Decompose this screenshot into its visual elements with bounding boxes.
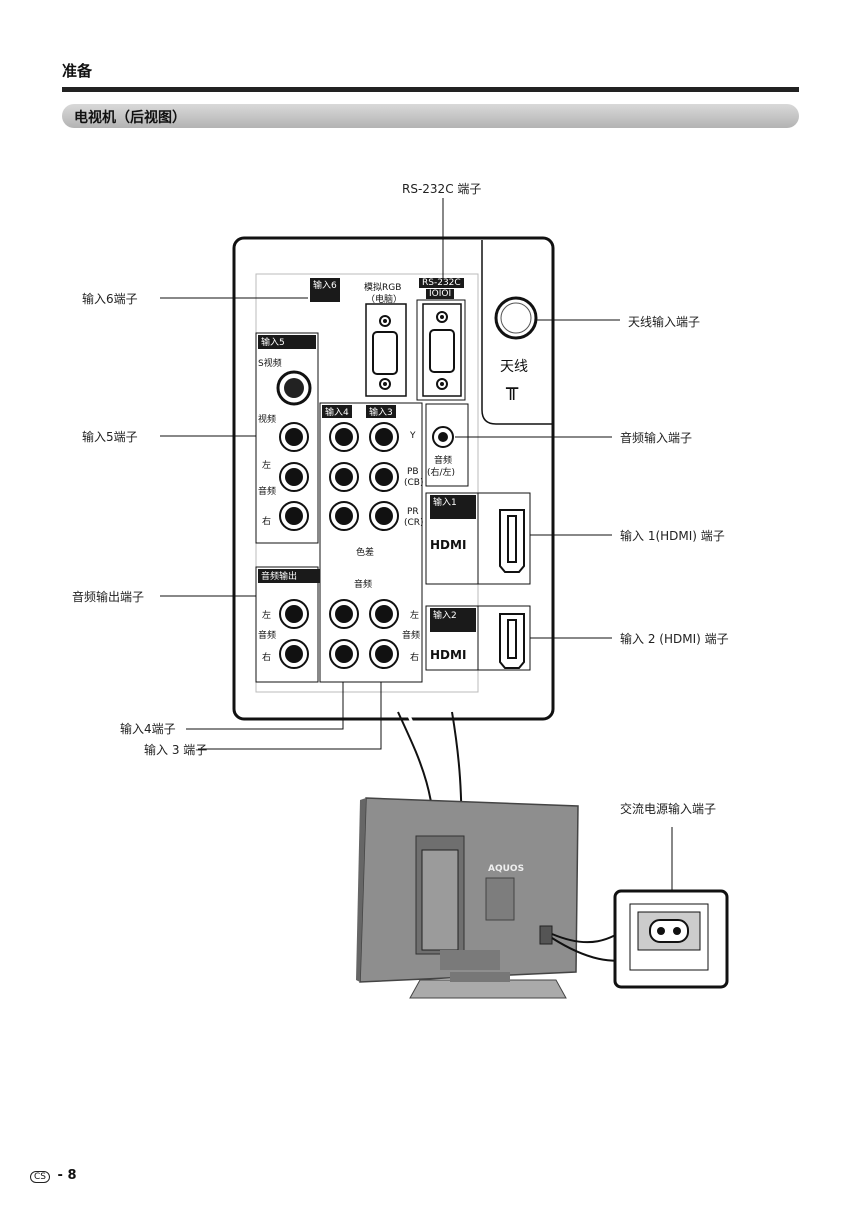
rs232c-connector (429, 329, 455, 373)
input5-tag: 输入5 (258, 335, 316, 349)
audio-out-jacks (279, 599, 309, 669)
input3-tag: 输入3 (366, 405, 396, 418)
audio-section-label: 音频 (354, 580, 373, 590)
rs232c-symbol: IOIOI (426, 289, 455, 299)
right-label-2: 右 (410, 653, 420, 663)
callout-hdmi2: 输入 2 (HDMI) 端子 (620, 632, 729, 646)
page-footer: CS - 8 (30, 1168, 77, 1183)
callout-ac-power: 交流电源输入端子 (620, 802, 717, 816)
callout-audio-in: 音频输入端子 (620, 431, 693, 445)
left-label-3: 左 (262, 611, 272, 621)
input6-tag: 输入6 (310, 278, 340, 302)
audio-label: 音频 (258, 487, 277, 497)
hdmi2-logo: HDMI (430, 648, 467, 662)
section-rule (62, 87, 799, 92)
callout-input4: 输入4端子 (120, 722, 176, 736)
left-label: 左 (262, 461, 272, 471)
page-title: 电视机（后视图） (74, 110, 186, 126)
callout-input6: 输入6端子 (82, 292, 138, 306)
antenna-label: 天线 (500, 359, 528, 375)
right-label: 右 (262, 517, 272, 527)
cb-label: (CB) (404, 478, 424, 488)
rs232c-tag: RS-232C (419, 278, 464, 288)
section-heading: 准备 (62, 62, 93, 80)
input4-tag: 输入4 (322, 405, 352, 418)
right-label-3: 右 (262, 653, 272, 663)
language-badge: CS (30, 1171, 50, 1183)
audio-rca-jacks (329, 599, 399, 669)
s-video-label: S视频 (258, 359, 282, 369)
left-label-2: 左 (410, 611, 420, 621)
audio-in-label: 音频 (434, 456, 453, 466)
pb-label: PB (407, 467, 419, 477)
component-rca-jacks (329, 422, 399, 531)
input2-tag: 输入2 (430, 608, 476, 632)
vga-connector (372, 331, 398, 375)
audio-in-sub: (右/左) (427, 468, 456, 478)
pc-label: （电脑） (366, 295, 403, 305)
hdmi1-logo: HDMI (430, 538, 467, 552)
analog-rgb-label: 模拟RGB (364, 283, 402, 293)
callout-antenna: 天线输入端子 (628, 315, 701, 329)
input1-tag: 输入1 (430, 495, 476, 519)
cr-label: (CR) (404, 518, 424, 528)
video-label: 视频 (258, 415, 277, 425)
tv-brand: AQUOS (488, 864, 525, 874)
callout-hdmi1: 输入 1(HDMI) 端子 (620, 529, 725, 543)
callout-input5: 输入5端子 (82, 430, 138, 444)
page-separator: - (57, 1168, 68, 1183)
audio-label-2: 音频 (402, 631, 421, 641)
page-number: 8 (67, 1168, 77, 1183)
ac-socket (649, 919, 689, 943)
audio-label-3: 音频 (258, 631, 277, 641)
input5-rca-jacks (279, 422, 309, 531)
callout-input3: 输入 3 端子 (144, 743, 208, 757)
tv-illustration (356, 797, 579, 999)
antenna-box (481, 240, 552, 425)
title-bar: 电视机（后视图） (62, 104, 799, 128)
pr-label: PR (407, 507, 419, 517)
y-label: Y (410, 431, 416, 441)
antenna-symbol: ╥ (506, 376, 519, 400)
callout-audio-out: 音频输出端子 (72, 590, 145, 604)
audio-out-tag: 音频输出 (258, 569, 320, 583)
callout-rs232c: RS-232C 端子 (402, 182, 482, 196)
component-label: 色差 (356, 548, 375, 558)
